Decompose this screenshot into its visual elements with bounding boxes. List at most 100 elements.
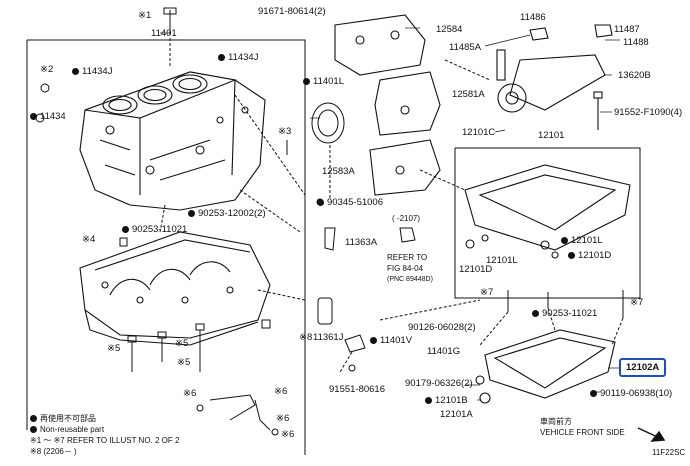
callout-11434j-right-text: 11434J — [228, 52, 259, 63]
callout-12584[interactable]: 12584 — [436, 24, 463, 35]
callout-12101[interactable]: 12101 — [538, 130, 565, 141]
front-label-jp: 車両前方 — [540, 417, 572, 426]
leader-lines — [159, 38, 624, 373]
diagram-id: 11F22SC — [652, 448, 686, 457]
oil-pump-drawing — [496, 24, 613, 130]
legend-refer-note: ※1 ～ ※7 REFER TO ILLUST NO. 2 OF 2 — [30, 436, 180, 445]
callout-90253-11021-left[interactable]: 90253-11021 — [122, 224, 187, 235]
ref-fig-line2: FIG 84-04 — [387, 264, 424, 273]
front-label-en: VEHICLE FRONT SIDE — [540, 428, 625, 437]
callout-12101b[interactable]: 12101B — [425, 395, 468, 406]
non-reusable-dot-icon — [122, 226, 129, 233]
callout-11361j[interactable]: 11361J — [313, 332, 344, 343]
callout-90119-text: 90119-06938(10) — [600, 388, 673, 399]
callout-90253-12002[interactable]: 90253-12002(2) — [188, 208, 266, 219]
oil-seal-drawing — [311, 102, 345, 144]
callout-12102a[interactable]: 12102A — [626, 362, 660, 373]
callout-2107-text: -2107) — [396, 214, 421, 223]
callout-90179[interactable]: 90179-06326(2) — [405, 378, 473, 389]
bolts-drawing — [119, 237, 279, 436]
callout-90253-11021-left-text: 90253-11021 — [132, 224, 188, 235]
callout-12101l-a[interactable]: 12101L — [561, 235, 603, 246]
callout-11401v-text: 11401V — [380, 335, 413, 346]
callout-12583a[interactable]: 12583A — [322, 166, 355, 177]
callout-91551[interactable]: 91551-80616 — [329, 384, 385, 395]
callout-11401g[interactable]: 11401G — [427, 346, 461, 357]
callout-star5-a: ※5 — [107, 343, 121, 354]
legend-star8-note: ※8 (2206－ ) — [30, 447, 77, 456]
callout-11401l-text: 11401L — [313, 76, 344, 87]
callout-90345[interactable]: 90345-51006 — [317, 197, 383, 208]
callout-star5-c: ※5 — [177, 357, 191, 368]
non-reusable-dot-icon — [370, 337, 377, 344]
callout-12101d-b[interactable]: 12101D — [459, 264, 493, 275]
front-arrow-drawing — [637, 427, 666, 442]
highlight-frame-12102a — [619, 358, 666, 377]
callout-11401v[interactable]: 11401V — [370, 335, 412, 346]
non-reusable-dot-icon — [218, 54, 225, 61]
cylinder-block-drawing — [79, 71, 266, 211]
legend-reuse-jp-text: 再使用不可部品 — [40, 414, 96, 423]
callout-11434[interactable]: 11434 — [30, 111, 66, 122]
callout-91671[interactable]: 91671-80614(2) — [258, 6, 326, 17]
callout-star7-b: ※7 — [630, 297, 644, 308]
crankcase-drawing — [79, 231, 271, 346]
callout-star6-c: ※6 — [276, 413, 290, 424]
callout-11434j-right[interactable]: 11434J — [218, 52, 258, 63]
callout-star1: ※1 — [138, 10, 152, 21]
non-reusable-dot-icon — [590, 390, 597, 397]
solid-leaders — [160, 27, 620, 401]
callout-11434j-left[interactable]: 11434J — [72, 66, 112, 77]
non-reusable-dot-icon — [72, 68, 79, 75]
callout-12101l-a-text: 12101L — [571, 235, 603, 246]
callout-star6-b: ※6 — [274, 386, 288, 397]
housing-drawings — [334, 14, 441, 196]
callout-90345-text: 90345-51006 — [327, 197, 383, 208]
callout-90119[interactable]: 90119-06938(10) — [590, 388, 672, 399]
non-reusable-dot-icon — [561, 237, 568, 244]
callout-12101b-text: 12101B — [435, 395, 468, 406]
legend-nonreuse: Non-reusable part — [30, 425, 104, 435]
non-reusable-dot-icon — [425, 397, 432, 404]
ref-fig-line3: (PNC 89448D) — [387, 276, 433, 283]
sensor-drawing — [317, 297, 333, 325]
callout-11363a[interactable]: 11363A — [345, 237, 378, 248]
callout-11434-text: 11434 — [40, 111, 66, 122]
callout-star5-b: ※5 — [175, 338, 189, 349]
non-reusable-dot-icon — [188, 210, 195, 217]
callout-90253-11021-right-text: 90253-11021 — [542, 308, 598, 319]
callout-90253-12002-text: 90253-12002(2) — [198, 208, 266, 219]
non-reusable-dot-icon — [303, 78, 310, 85]
callout-90126[interactable]: 90126-06028(2) — [408, 322, 476, 333]
legend-reuse-jp: 再使用不可部品 — [30, 414, 96, 424]
non-reusable-dot-icon — [30, 113, 37, 120]
non-reusable-dot-icon — [317, 199, 324, 206]
callout-12101d-a-text: 12101D — [578, 250, 612, 261]
callout-11486[interactable]: 11486 — [520, 12, 546, 23]
callout-12101d-a[interactable]: 12101D — [568, 250, 611, 261]
legend-dot-icon — [30, 415, 37, 422]
non-reusable-dot-icon — [532, 310, 539, 317]
legend-nonreuse-text: Non-reusable part — [40, 425, 105, 434]
callout-11401l[interactable]: 11401L — [303, 76, 344, 87]
frame-11401 — [27, 39, 306, 455]
callout-11487[interactable]: 11487 — [614, 24, 640, 35]
callout-12101a[interactable]: 12101A — [440, 409, 473, 420]
oil-pan-lower-drawing — [475, 329, 616, 404]
callout-star4: ※4 — [82, 234, 96, 245]
callout-12101l-b[interactable]: 12101L — [486, 255, 518, 266]
callout-star8: ※8 — [299, 332, 313, 343]
callout-90253-11021-right[interactable]: 90253-11021 — [532, 308, 597, 319]
callout-12581a[interactable]: 12581A — [452, 89, 485, 100]
ref-fig-84-04[interactable]: REFER TO FIG 84-04 (PNC 89448D) — [387, 252, 433, 285]
callout-91552[interactable]: 91552-F1090(4) — [614, 107, 683, 118]
callout-11401[interactable]: 11401 — [151, 28, 177, 39]
callout-13620b[interactable]: 13620B — [618, 70, 651, 81]
callout-11488[interactable]: 11488 — [623, 37, 649, 48]
callout-12101c[interactable]: 12101C — [462, 127, 496, 138]
callout-11485a[interactable]: 11485A — [449, 42, 482, 53]
callout-star7-a: ※7 — [480, 287, 494, 298]
ref-fig-line1: REFER TO — [387, 253, 428, 262]
